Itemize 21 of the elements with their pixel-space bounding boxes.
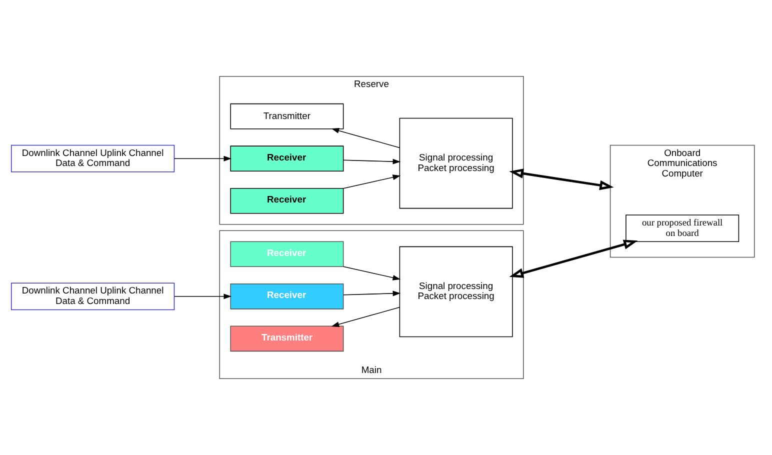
arrow	[343, 158, 401, 164]
node-box: Receiver	[230, 241, 344, 268]
node-box: Downlink Channel Uplink Channel Data & Command	[10, 144, 175, 172]
node-box: Receiver	[230, 188, 344, 214]
node-box: Receiver	[230, 146, 344, 172]
arrow	[331, 128, 400, 148]
arrow	[174, 294, 232, 300]
arrow	[343, 290, 401, 296]
arrow	[331, 306, 400, 327]
node-box: Transmitter	[230, 326, 344, 352]
arrow	[343, 266, 401, 280]
arrow	[509, 168, 614, 190]
node-box: Transmitter	[230, 103, 344, 130]
arrow	[343, 174, 401, 189]
node-box: Receiver	[230, 283, 344, 310]
node-box: Downlink Channel Uplink Channel Data & Command	[10, 282, 175, 310]
node-box: Signal processing Packet processing	[399, 246, 513, 338]
node-box: our proposed firewall on board	[626, 214, 740, 242]
arrow	[174, 156, 232, 162]
node-box: Signal processing Packet processing	[399, 118, 513, 209]
arrow	[509, 240, 638, 278]
